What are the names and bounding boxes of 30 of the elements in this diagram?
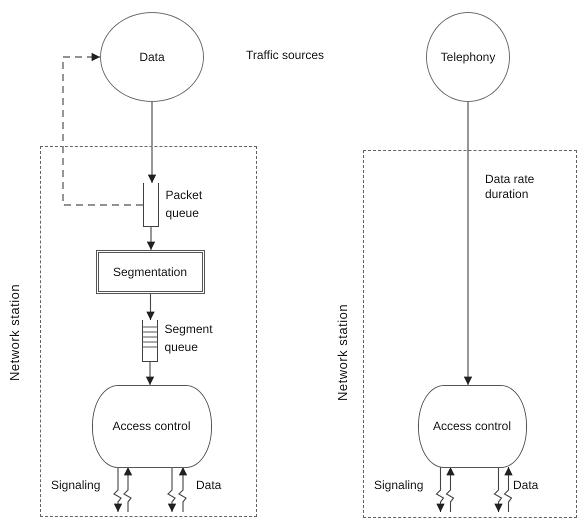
source-ellipse: [426, 12, 510, 102]
node-label: Data: [139, 50, 165, 64]
signal-arrow: [494, 467, 503, 512]
flow-arrow: [146, 227, 156, 250]
node-label: Access control: [112, 419, 191, 433]
signal-arrow: [446, 467, 455, 512]
station-title: Network station: [335, 304, 350, 401]
signal-arrow: [436, 467, 445, 512]
signal-arrow: [167, 467, 176, 512]
process-box: [96, 250, 204, 294]
signal-arrow: [113, 467, 122, 512]
station-title: Network station: [7, 284, 22, 381]
flow-arrow: [464, 102, 472, 385]
edge-label: Signaling: [373, 478, 424, 493]
flow-arrow: [146, 362, 154, 385]
source-ellipse: [100, 12, 204, 102]
node-label: Telephony: [440, 50, 496, 64]
feedback-arrow: [62, 52, 143, 206]
access-control-box: [418, 384, 526, 468]
access-control-box: [92, 384, 212, 468]
signal-arrow: [504, 467, 513, 512]
queue-caption: Packet queue: [166, 186, 204, 222]
signal-arrow: [123, 467, 132, 512]
flow-arrow: [146, 294, 155, 320]
queue-caption: Segment queue: [164, 320, 214, 356]
edge-label: Signaling: [50, 478, 102, 493]
signal-arrow: [178, 467, 188, 512]
node-label: Access control: [432, 419, 512, 433]
flow-arrow: [148, 102, 156, 183]
node-label: Segmentation: [112, 264, 188, 278]
